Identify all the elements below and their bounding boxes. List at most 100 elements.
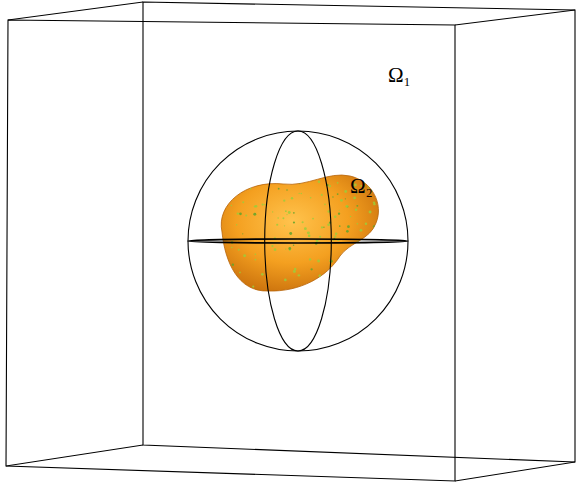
texture-dot	[334, 235, 336, 237]
texture-dot	[321, 194, 323, 196]
texture-dot	[286, 214, 287, 215]
inclusion-body	[221, 175, 378, 291]
texture-dot	[317, 260, 320, 263]
texture-dot	[312, 218, 314, 220]
texture-dot	[366, 256, 368, 258]
texture-dot	[276, 224, 278, 226]
texture-dot	[363, 268, 364, 269]
texture-dot	[332, 196, 333, 197]
texture-dot	[339, 210, 340, 211]
texture-dot	[298, 274, 300, 276]
texture-dot	[365, 222, 367, 224]
texture-dot	[334, 276, 335, 277]
texture-dot	[283, 199, 285, 201]
texture-dot	[362, 255, 364, 257]
texture-dot	[301, 193, 303, 195]
texture-dot	[346, 205, 349, 208]
texture-dot	[299, 183, 300, 184]
texture-dot	[250, 188, 252, 190]
texture-dot	[236, 224, 237, 225]
texture-dot	[254, 206, 256, 208]
texture-dot	[254, 182, 256, 184]
texture-dot	[304, 227, 307, 230]
texture-dot	[235, 179, 237, 181]
texture-dot	[226, 269, 229, 272]
texture-dot	[333, 278, 334, 279]
texture-dot	[308, 234, 311, 237]
texture-dot	[337, 182, 339, 184]
domain-label: Ω₁	[388, 65, 411, 86]
texture-dot	[238, 249, 240, 251]
texture-dot	[311, 284, 313, 286]
texture-dot	[286, 189, 288, 191]
texture-dot	[233, 184, 234, 185]
texture-dot	[232, 263, 234, 265]
texture-dot	[315, 283, 317, 285]
texture-dot	[293, 212, 295, 214]
texture-dot	[291, 197, 293, 199]
texture-dot	[261, 203, 263, 205]
texture-dot	[360, 229, 363, 232]
outer-domain: Ω₁ Ω₂	[143, 25, 455, 465]
texture-dot	[294, 268, 297, 271]
texture-dot	[293, 244, 294, 245]
texture-dot	[285, 210, 287, 212]
inner-domain: Ω₂	[187, 130, 409, 352]
texture-dot	[293, 221, 295, 223]
texture-dot	[231, 205, 233, 207]
texture-dot	[318, 180, 321, 183]
texture-dot	[356, 277, 359, 280]
texture-dot	[345, 286, 346, 287]
texture-dot	[335, 233, 337, 235]
texture-dot	[368, 267, 370, 269]
texture-dot	[237, 213, 239, 215]
texture-dot	[361, 267, 363, 269]
texture-dot	[334, 216, 337, 219]
texture-dot	[284, 225, 285, 226]
texture-dot	[293, 270, 296, 273]
box-wireframe	[6, 2, 575, 481]
texture-dot	[359, 270, 361, 272]
texture-dot	[289, 232, 292, 235]
texture-dot	[318, 275, 321, 278]
texture-dot	[346, 230, 349, 233]
texture-dot	[255, 253, 257, 255]
texture-dot	[333, 278, 336, 281]
texture-dot	[282, 217, 284, 219]
texture-dot	[302, 221, 304, 223]
texture-dot	[354, 254, 356, 256]
texture-dot	[288, 211, 291, 214]
texture-dot	[284, 279, 287, 282]
texture-dot	[324, 281, 326, 283]
texture-dot	[361, 279, 363, 281]
texture-dot	[310, 268, 312, 270]
texture-dot	[245, 215, 247, 217]
texture-dot	[231, 247, 233, 249]
texture-dot	[236, 191, 237, 192]
texture-dot	[320, 281, 321, 282]
texture-dot	[351, 254, 353, 256]
texture-dot	[357, 223, 359, 225]
texture-dot	[356, 205, 358, 207]
texture-dot	[324, 204, 326, 206]
texture-dot	[347, 279, 350, 282]
texture-dot	[339, 225, 341, 227]
texture-dot	[350, 216, 351, 217]
domain-label: Ω₂	[350, 176, 373, 197]
texture-dot	[365, 274, 368, 277]
sphere-outline	[187, 130, 409, 352]
texture-dot	[333, 276, 336, 279]
texture-dot	[347, 268, 350, 271]
texture-dot	[373, 201, 375, 203]
texture-dot	[252, 285, 254, 287]
texture-dot	[261, 273, 264, 276]
texture-dot	[340, 283, 342, 285]
texture-dot	[328, 185, 330, 187]
texture-dot	[319, 236, 321, 238]
texture-dot	[308, 235, 310, 237]
texture-dot	[341, 263, 343, 265]
texture-dot	[369, 210, 372, 213]
texture-dot	[347, 225, 350, 228]
texture-dot	[356, 273, 359, 276]
texture-dot	[354, 269, 356, 271]
